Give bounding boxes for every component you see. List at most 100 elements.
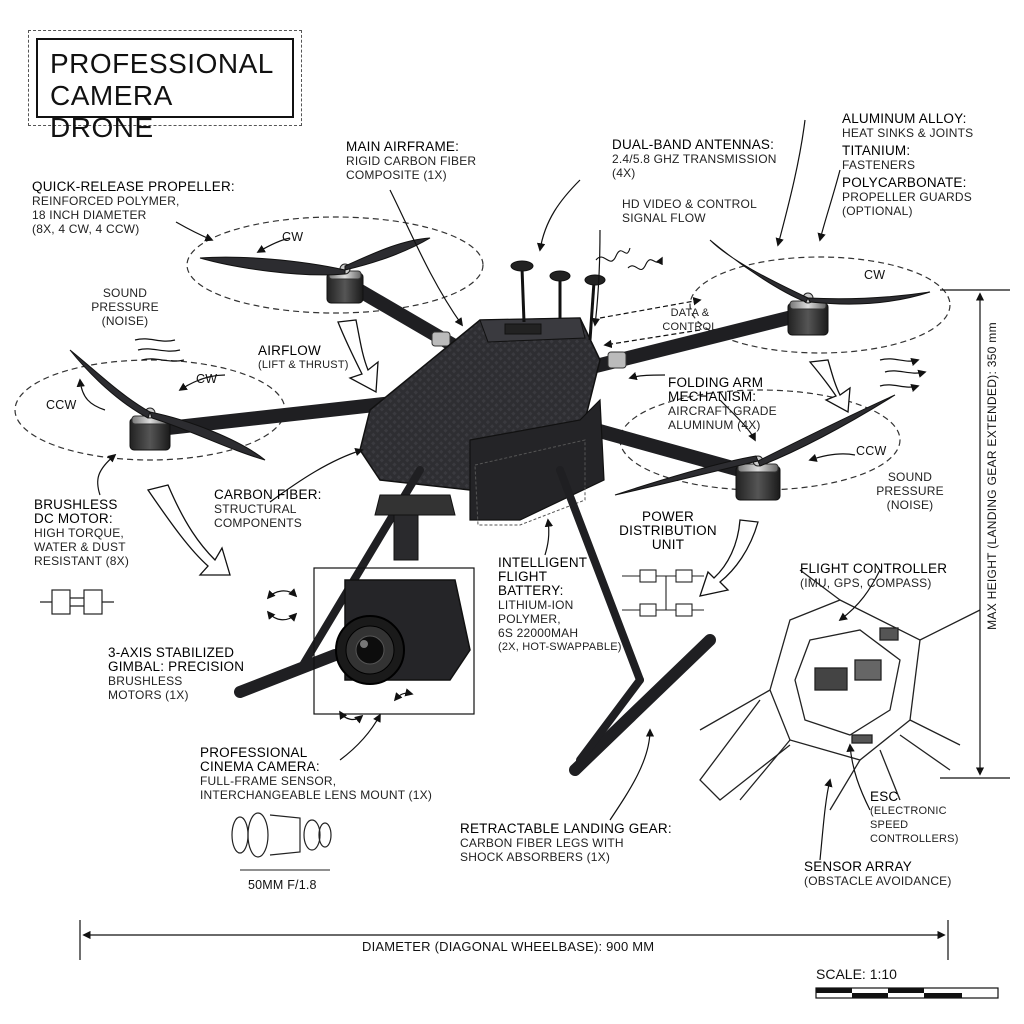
flight-controller-sketch: [699, 569, 981, 811]
label-sensor-array: SENSOR ARRAY (OBSTACLE AVOIDANCE): [804, 859, 952, 889]
data-control-arrows: [599, 297, 702, 349]
label-folding-arm-line2: ALUMINUM (4x): [668, 418, 761, 432]
arm-joints: [431, 331, 627, 369]
label-main-airframe-line1: RIGID CARBON FIBER: [346, 154, 477, 168]
label-battery-heading2: FLIGHT: [498, 569, 548, 584]
label-carbon-fiber: CARBON FIBER: STRUCTURAL COMPONENTS: [214, 487, 322, 531]
label-titanium-heading: TITANIUM:: [842, 143, 911, 158]
label-camera-line2: INTERCHANGEABLE LENS MOUNT (1x): [200, 788, 433, 802]
signal-squiggles: [595, 247, 663, 270]
title-frame: [28, 30, 302, 126]
label-hd-video-line1: HD VIDEO & CONTROL: [622, 197, 757, 211]
dimension-lines: [79, 289, 1010, 960]
label-landing-gear-heading: RETRACTABLE LANDING GEAR:: [460, 821, 672, 836]
label-landing-gear: RETRACTABLE LANDING GEAR: CARBON FIBER L…: [460, 821, 672, 865]
label-height: MAX HEIGHT (LANDING GEAR EXTENDED): 350 …: [985, 322, 999, 630]
label-sound-right-line1: SOUND: [887, 470, 933, 484]
label-folding-arm-heading1: FOLDING ARM: [668, 375, 764, 390]
label-carbon-line1: STRUCTURAL: [214, 502, 297, 516]
label-motor-line2: WATER & DUST: [34, 540, 126, 554]
label-motor-line1: HIGH TORQUE,: [34, 526, 124, 540]
label-carbon-heading: CARBON FIBER:: [214, 487, 322, 502]
label-aluminum-heading: ALUMINUM ALLOY:: [842, 111, 967, 126]
label-pdu-line2: DISTRIBUTION: [619, 523, 717, 538]
label-pdu: POWER DISTRIBUTION UNIT: [616, 510, 720, 552]
label-esc-heading: ESC: [870, 789, 899, 804]
label-esc-line1: (ELECTRONIC: [870, 805, 947, 817]
label-cw-3: CW: [864, 268, 886, 282]
title-line-1: PROFESSIONAL: [50, 48, 274, 79]
label-sensor-line1: (OBSTACLE AVOIDANCE): [804, 874, 952, 888]
label-sound-left-line1: SOUND: [102, 286, 148, 300]
label-antennas-heading: DUAL-BAND ANTENNAS:: [612, 137, 775, 152]
label-data-control-line2: CONTROL: [662, 321, 718, 333]
label-landing-gear-line2: SHOCK ABSORBERS (1x): [460, 850, 611, 864]
label-airflow-heading: AIRFLOW: [258, 343, 321, 358]
label-cw-2: CW: [196, 372, 218, 386]
label-battery-line1: LITHIUM-ION: [498, 598, 574, 612]
page-title: PROFESSIONAL CAMERA DRONE: [36, 38, 294, 143]
label-diameter: DIAMETER (DIAGONAL WHEELBASE): 900 mm: [362, 939, 655, 954]
label-esc-line2: SPEED: [870, 819, 909, 831]
label-carbon-line2: COMPONENTS: [214, 516, 303, 530]
label-materials: ALUMINUM ALLOY: HEAT SINKS & JOINTS TITA…: [842, 111, 974, 219]
label-flight-controller-line1: (IMU, GPS, COMPASS): [800, 576, 932, 590]
label-antennas: DUAL-BAND ANTENNAS: 2.4/5.8 GHz TRANSMIS…: [612, 137, 777, 181]
label-folding-arm: FOLDING ARM MECHANISM: AIRCRAFT-GRADE AL…: [668, 375, 777, 433]
label-sensor-heading: SENSOR ARRAY: [804, 859, 912, 874]
label-propeller: QUICK-RELEASE PROPELLER: REINFORCED POLY…: [32, 179, 235, 237]
label-gimbal: 3-AXIS STABILIZED GIMBAL: PRECISION BRUS…: [108, 645, 244, 703]
label-sound-left-line2: PRESSURE: [91, 300, 159, 314]
label-battery-line4: (2x, HOT-SWAPPABLE): [498, 641, 622, 653]
label-titanium-line: FASTENERS: [842, 158, 916, 172]
sound-waves: [134, 338, 927, 392]
label-motor: BRUSHLESS DC MOTOR: HIGH TORQUE, WATER &…: [34, 497, 130, 569]
label-folding-arm-heading2: MECHANISM:: [668, 389, 757, 404]
label-motor-heading1: BRUSHLESS: [34, 497, 118, 512]
label-cw-1: CW: [282, 230, 304, 244]
label-sound-right-line2: PRESSURE: [876, 484, 944, 498]
label-gimbal-heading1: 3-AXIS STABILIZED: [108, 645, 235, 660]
gimbal-camera: [313, 494, 475, 715]
label-propeller-heading: QUICK-RELEASE PROPELLER:: [32, 179, 235, 194]
title-line-2: CAMERA DRONE: [50, 80, 172, 143]
label-gimbal-line1: BRUSHLESS: [108, 674, 183, 688]
label-polycarbonate-line1: PROPELLER GUARDS: [842, 190, 972, 204]
lens-sketch: [231, 812, 332, 871]
label-antennas-line1: 2.4/5.8 GHz TRANSMISSION: [612, 152, 777, 166]
label-sound-left-line3: (NOISE): [101, 314, 149, 328]
label-scale: SCALE: 1:10: [816, 966, 897, 982]
antennas: [510, 260, 606, 341]
label-pdu-line3: UNIT: [651, 537, 685, 552]
label-hd-video-line2: SIGNAL FLOW: [622, 211, 706, 225]
label-sound-right-line3: (NOISE): [886, 498, 934, 512]
label-polycarbonate-line2: (OPTIONAL): [842, 204, 913, 218]
gimbal-rotation-arrows: [266, 588, 414, 724]
label-airflow-line1: (LIFT & THRUST): [258, 359, 349, 371]
label-polycarbonate-heading: POLYCARBONATE:: [842, 175, 967, 190]
label-propeller-line3: (8x, 4 CW, 4 CCW): [32, 222, 140, 236]
label-main-airframe-heading: MAIN AIRFRAME:: [346, 139, 460, 154]
label-camera-heading2: CINEMA CAMERA:: [200, 759, 320, 774]
label-battery-heading1: INTELLIGENT: [498, 555, 588, 570]
label-data-control: DATA & CONTROL: [650, 306, 730, 334]
airflow-arrows: [146, 319, 851, 597]
label-gimbal-line2: MOTORS (1x): [108, 688, 189, 702]
label-data-control-line1: DATA &: [670, 307, 710, 319]
label-esc-line3: CONTROLLERS): [870, 833, 959, 845]
scale-bar: [815, 987, 999, 999]
label-aluminum-line: HEAT SINKS & JOINTS: [842, 126, 974, 140]
label-battery-line2: POLYMER,: [498, 612, 561, 626]
label-ccw-1: CCW: [46, 398, 77, 412]
label-motor-line3: RESISTANT (8x): [34, 554, 130, 568]
label-propeller-line1: REINFORCED POLYMER,: [32, 194, 180, 208]
pdu-schematic: [622, 569, 704, 617]
label-main-airframe: MAIN AIRFRAME: RIGID CARBON FIBER COMPOS…: [346, 139, 477, 183]
label-flight-controller: FLIGHT CONTROLLER (IMU, GPS, COMPASS): [800, 562, 947, 591]
label-hd-video: HD VIDEO & CONTROL SIGNAL FLOW: [622, 197, 757, 225]
label-airflow: AIRFLOW (LIFT & THRUST): [258, 344, 349, 372]
label-lens: 50MM f/1.8: [248, 878, 317, 892]
label-landing-gear-line1: CARBON FIBER LEGS WITH: [460, 836, 624, 850]
label-camera-heading1: PROFESSIONAL: [200, 745, 308, 760]
